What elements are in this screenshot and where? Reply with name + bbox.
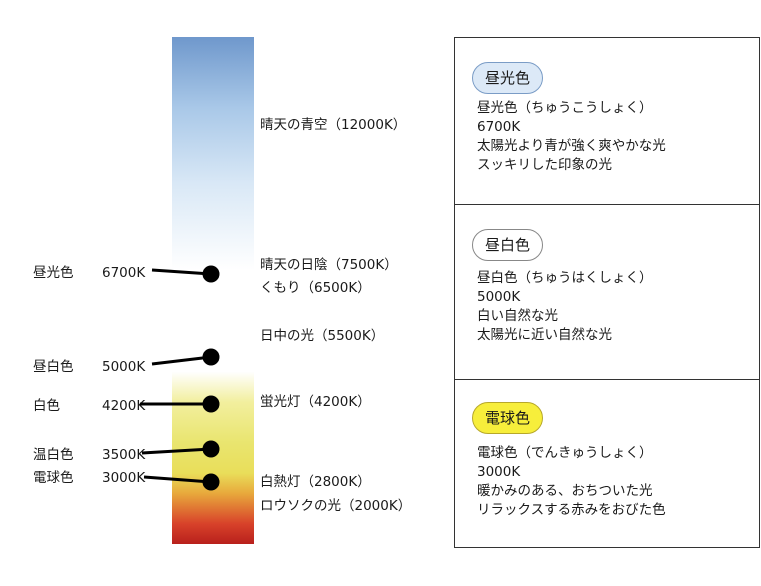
- marker-kelvin-daylight: 6700K: [102, 265, 146, 281]
- marker-dot-neutral: [202, 348, 220, 366]
- section-daylight: 昼光色 昼光色（ちゅうこうしょく） 6700K 太陽光より青が強く爽やかな光 ス…: [455, 38, 759, 204]
- marker-name-warm-white: 温白色: [33, 447, 74, 463]
- connector-line-warm-white: [141, 447, 212, 455]
- desc-daylight: 昼光色（ちゅうこうしょく） 6700K 太陽光より青が強く爽やかな光 スッキリし…: [477, 99, 666, 175]
- connector-line-bulb: [143, 475, 212, 484]
- badge-neutral: 昼白色: [472, 229, 544, 261]
- temp-label-candle: ロウソクの光（2000K）: [260, 498, 412, 514]
- connector-line-neutral: [151, 355, 212, 366]
- desc-line: 太陽光に近い自然な光: [477, 327, 612, 343]
- color-temperature-gradient-bar: [172, 37, 254, 544]
- desc-neutral: 昼白色（ちゅうはくしょく） 5000K 白い自然な光 太陽光に近い自然な光: [477, 269, 653, 345]
- badge-bulb: 電球色: [472, 402, 544, 434]
- marker-dot-bulb: [202, 473, 220, 491]
- desc-line: 3000K: [477, 464, 521, 480]
- desc-line: スッキリした印象の光: [477, 157, 612, 173]
- marker-dot-white: [202, 395, 220, 413]
- desc-line: 昼白色（ちゅうはくしょく）: [477, 270, 653, 286]
- desc-line: 太陽光より青が強く爽やかな光: [477, 138, 666, 154]
- marker-name-bulb: 電球色: [33, 470, 74, 486]
- temp-label-cloudy: くもり（6500K）: [260, 280, 371, 296]
- marker-name-daylight: 昼光色: [33, 265, 74, 281]
- temp-label-fluorescent: 蛍光灯（4200K）: [260, 394, 371, 410]
- marker-dot-daylight: [202, 265, 220, 283]
- marker-kelvin-white: 4200K: [102, 398, 146, 414]
- marker-dot-warm-white: [202, 440, 220, 458]
- desc-line: 電球色（でんきゅうしょく）: [477, 445, 653, 461]
- desc-line: 白い自然な光: [477, 308, 558, 324]
- badge-daylight: 昼光色: [472, 62, 544, 94]
- marker-kelvin-neutral: 5000K: [102, 359, 146, 375]
- marker-name-white: 白色: [33, 398, 60, 414]
- desc-line: リラックスする赤みをおびた色: [477, 502, 666, 518]
- temp-label-incandescent: 白熱灯（2800K）: [260, 474, 371, 490]
- section-bulb: 電球色 電球色（でんきゅうしょく） 3000K 暖かみのある、おちついた光 リラ…: [455, 379, 759, 547]
- marker-kelvin-warm-white: 3500K: [102, 447, 146, 463]
- desc-line: 6700K: [477, 119, 521, 135]
- light-color-info-panel: 昼光色 昼光色（ちゅうこうしょく） 6700K 太陽光より青が強く爽やかな光 ス…: [454, 37, 760, 548]
- marker-name-neutral: 昼白色: [33, 359, 74, 375]
- desc-bulb: 電球色（でんきゅうしょく） 3000K 暖かみのある、おちついた光 リラックスす…: [477, 444, 666, 520]
- connector-line-daylight: [151, 268, 212, 276]
- desc-line: 昼光色（ちゅうこうしょく）: [477, 100, 653, 116]
- temp-label-daylight: 日中の光（5500K）: [260, 328, 385, 344]
- desc-line: 暖かみのある、おちついた光: [477, 483, 653, 499]
- temp-label-shade: 晴天の日陰（7500K）: [260, 257, 398, 273]
- temp-label-clear-sky: 晴天の青空（12000K）: [260, 117, 407, 133]
- section-neutral: 昼白色 昼白色（ちゅうはくしょく） 5000K 白い自然な光 太陽光に近い自然な…: [455, 204, 759, 379]
- marker-kelvin-bulb: 3000K: [102, 470, 146, 486]
- desc-line: 5000K: [477, 289, 521, 305]
